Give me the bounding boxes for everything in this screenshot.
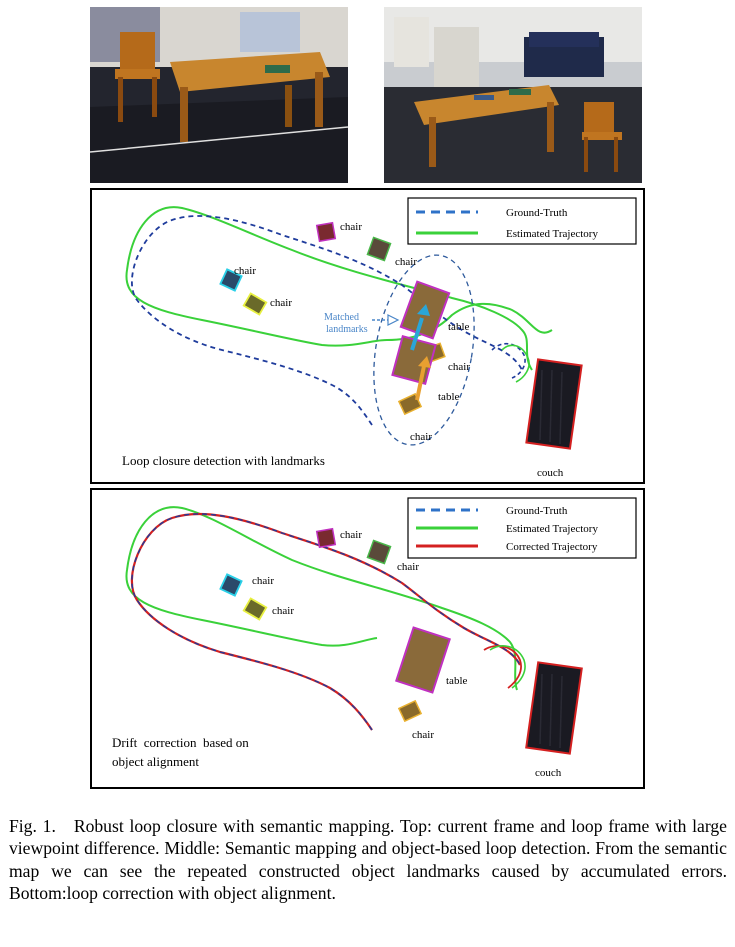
label-chair: chair [252,575,274,587]
label-table: table [446,675,467,687]
legend: Ground-Truth Estimated Trajectory [407,197,637,245]
label-couch: couch [535,767,562,779]
table-landmark [395,626,451,694]
label-chair: chair [340,529,362,541]
matched-region-ellipse [373,254,475,446]
label-chair: chair [270,297,292,309]
panel-caption-line1: Drift correction based on [112,735,249,750]
legend-corrected-trajectory: Corrected Trajectory [506,541,598,553]
legend-ground-truth: Ground-Truth [506,207,568,219]
figure-caption-text: Robust loop closure with semantic mappin… [9,816,727,904]
legend: Ground-Truth Estimated Trajectory Correc… [407,497,637,559]
estimated-trajectory-line [125,506,518,691]
label-chair: chair [340,221,362,233]
figure-caption: Fig. 1.Robust loop closure with semantic… [9,815,727,905]
label-chair: chair [272,605,294,617]
label-table: table [438,391,459,403]
chair-landmark [219,527,423,723]
label-chair: chair [410,431,432,443]
legend-ground-truth: Ground-Truth [506,505,568,517]
chair-landmark [219,221,446,416]
couch-landmark [525,358,583,450]
legend-estimated-trajectory: Estimated Trajectory [506,523,598,535]
label-chair: chair [234,265,256,277]
corrected-trajectory-line [130,512,521,731]
estimated-trajectory-line [125,206,553,371]
panel-caption: Loop closure detection with landmarks [122,453,325,468]
couch-landmark [525,661,583,755]
label-chair: chair [412,729,434,741]
label-matched: Matched [324,312,359,323]
label-chair: chair [395,256,417,268]
drift-correction-panel: Ground-Truth Estimated Trajectory Correc… [90,488,645,789]
label-table: table [448,321,469,333]
semantic-map-loop-detection-panel: Ground-Truth Estimated Trajectory [90,188,645,484]
label-chair: chair [397,561,419,573]
current-frame-photo [90,7,348,183]
figure-label: Fig. 1. [9,816,56,836]
table-landmark [391,280,451,385]
label-landmarks: landmarks [326,324,368,335]
matched-arrow [410,317,424,351]
label-couch: couch [537,467,564,479]
legend-estimated-trajectory: Estimated Trajectory [506,228,598,240]
panel-caption-line2: object alignment [112,754,199,769]
label-chair: chair [448,361,470,373]
loop-frame-photo [384,7,642,183]
